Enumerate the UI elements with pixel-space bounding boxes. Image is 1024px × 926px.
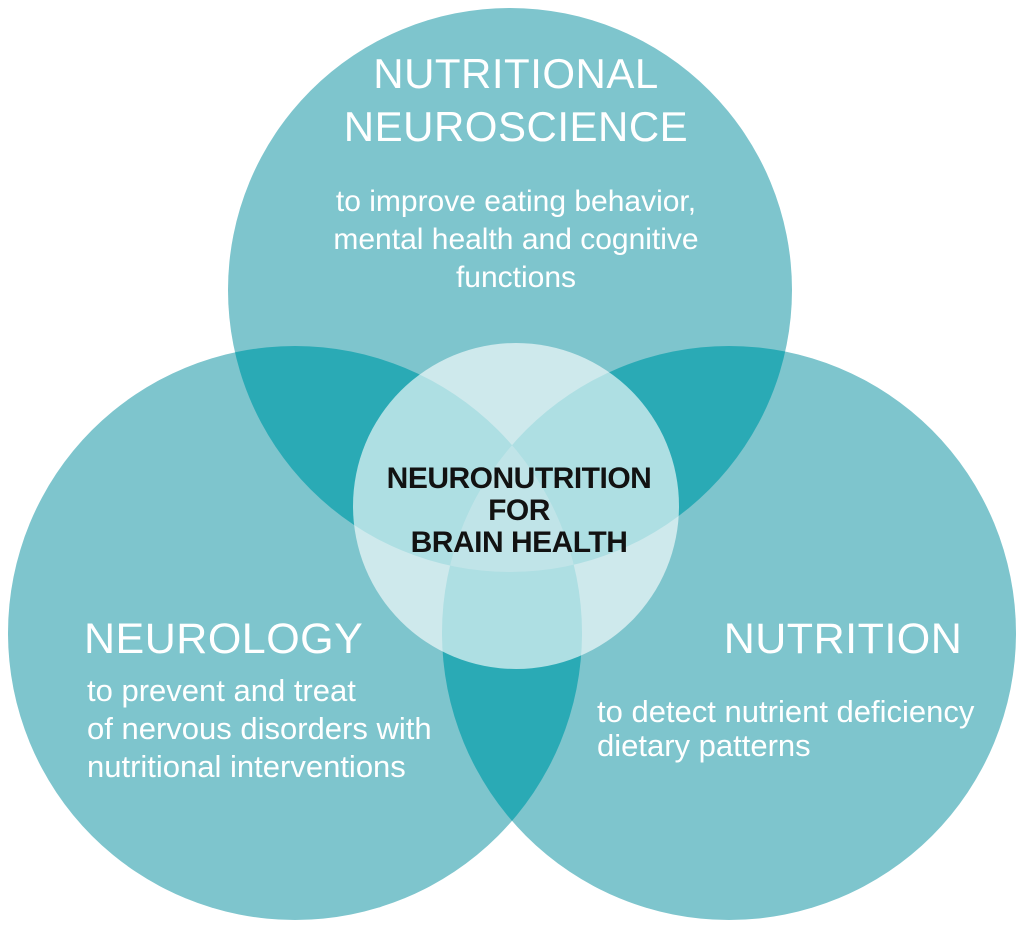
- center-title: NEURONUTRITION FOR BRAIN HEALTH: [319, 463, 719, 559]
- center-title-line: BRAIN HEALTH: [410, 526, 628, 559]
- top-circle-description: to improve eating behavior, mental healt…: [256, 183, 776, 297]
- right-circle-description: to detect nutrient deficiency dietary pa…: [597, 695, 1017, 763]
- right-circle-description-line: to detect nutrient deficiency: [597, 694, 975, 729]
- left-circle-description: to prevent and treat of nervous disorder…: [87, 672, 507, 786]
- center-title-line: NEURONUTRITION: [386, 462, 652, 495]
- top-circle-description-line: mental health and cognitive: [333, 223, 699, 256]
- center-highlight-circle: [353, 343, 679, 669]
- top-circle-description-line: to improve eating behavior,: [335, 185, 697, 218]
- left-circle-title: NEUROLOGY: [84, 615, 364, 663]
- left-circle-description-line: of nervous disorders with: [87, 711, 432, 746]
- right-circle-description-line: dietary patterns: [597, 728, 811, 763]
- left-circle-description-line: to prevent and treat: [87, 673, 356, 708]
- top-circle-title-line: NUTRITIONAL: [373, 50, 659, 97]
- top-circle-title-line: NEUROSCIENCE: [343, 103, 689, 150]
- left-circle-description-line: nutritional interventions: [87, 749, 406, 784]
- center-title-line: FOR: [488, 494, 550, 527]
- top-circle-title: NUTRITIONAL NEUROSCIENCE: [236, 47, 796, 153]
- right-circle-title: NUTRITION: [723, 615, 963, 663]
- top-circle-description-line: functions: [455, 261, 577, 294]
